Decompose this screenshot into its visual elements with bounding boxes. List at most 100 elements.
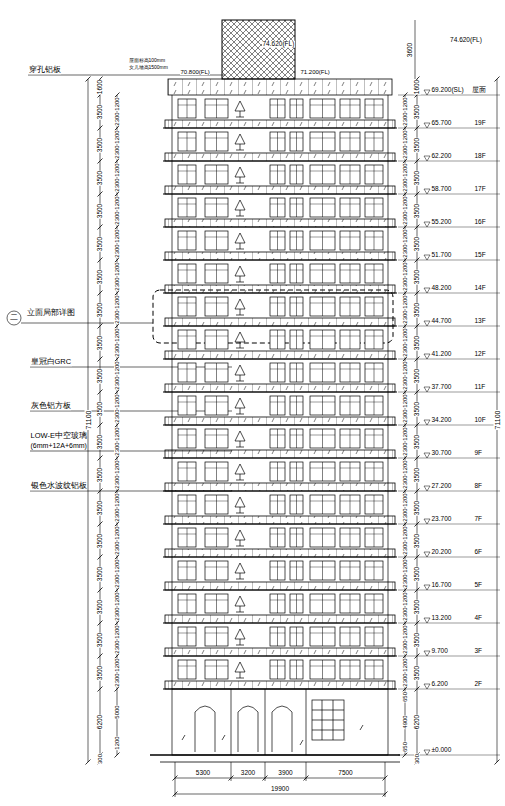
- floor-name: 5F: [474, 582, 483, 589]
- window-mullion: [277, 330, 278, 349]
- window-mullion: [216, 297, 217, 316]
- floor-slab: [163, 325, 397, 326]
- window-transom: [340, 204, 360, 205]
- level-mark: [424, 189, 430, 194]
- window: [270, 429, 285, 448]
- window-mullion: [277, 660, 278, 679]
- dimension-text: 2300: [114, 442, 120, 456]
- dimension-ticks: [86, 77, 501, 797]
- dimension-text: 1200: [114, 658, 120, 672]
- window-transom: [365, 567, 383, 568]
- material-callout: 银色水波纹铝板: [30, 482, 87, 490]
- window: [340, 495, 360, 514]
- window: [290, 297, 303, 316]
- window-mullion: [296, 231, 297, 250]
- window: [365, 429, 383, 448]
- window-mullion: [322, 132, 323, 151]
- window: [290, 462, 303, 481]
- dimension-tick: [415, 489, 420, 494]
- window-transom: [178, 567, 196, 568]
- window-mullion: [216, 264, 217, 283]
- window-transom: [178, 336, 196, 337]
- window-mullion: [187, 528, 188, 547]
- window: [205, 330, 228, 349]
- window-transom: [310, 534, 335, 535]
- dimension-tick: [415, 126, 420, 131]
- window-mullion: [322, 297, 323, 316]
- dimension-text: 1200: [114, 394, 120, 408]
- window-mullion: [277, 462, 278, 481]
- dimension-text: 5000: [114, 705, 120, 719]
- dimension-text: 1200: [114, 526, 120, 540]
- window-transom: [178, 468, 196, 469]
- dimension-text: 3500: [414, 137, 421, 152]
- material-callout: 穿孔铝板: [28, 66, 61, 74]
- window-mullion: [216, 429, 217, 448]
- window-mullion: [216, 132, 217, 151]
- window-transom: [365, 501, 383, 502]
- window-transom: [340, 468, 360, 469]
- window-transom: [310, 303, 335, 304]
- window-transom: [205, 633, 228, 634]
- dimension-text: 2300: [402, 244, 408, 258]
- dimension-tick: [98, 258, 103, 263]
- window-transom: [178, 633, 196, 634]
- window-mullion: [350, 198, 351, 217]
- window-mullion: [322, 627, 323, 646]
- window: [178, 594, 196, 613]
- window-mullion: [374, 429, 375, 448]
- window-mullion: [187, 264, 188, 283]
- window-mullion: [216, 561, 217, 580]
- dimension-text: 1200: [114, 130, 120, 144]
- dimension-tick: [415, 357, 420, 362]
- dimension-text: 2300: [114, 541, 120, 555]
- dimension-tick: [415, 192, 420, 197]
- aircon-symbol: [235, 662, 245, 678]
- floor-name: 14F: [474, 285, 486, 292]
- floor-slab: [163, 226, 397, 227]
- window: [178, 264, 196, 283]
- level-mark: [424, 684, 430, 689]
- dimension-tick: [415, 324, 420, 329]
- dimension-text: 3900: [278, 770, 293, 777]
- window-transom: [205, 501, 228, 502]
- window: [310, 165, 335, 184]
- window: [205, 660, 228, 679]
- total-dimension: 71100: [494, 410, 501, 430]
- window-mullion: [322, 495, 323, 514]
- window-transom: [340, 600, 360, 601]
- window-mullion: [350, 627, 351, 646]
- dimension-text: 3500: [414, 533, 421, 548]
- dimension-text: 3500: [97, 302, 104, 317]
- note-text: 女儿墙高1500mm: [128, 65, 168, 70]
- window-transom: [270, 270, 285, 271]
- window: [205, 231, 228, 250]
- window-transom: [340, 138, 360, 139]
- level-mark: [424, 486, 430, 491]
- level-mark: [424, 123, 430, 128]
- window-mullion: [350, 495, 351, 514]
- window-transom: [340, 567, 360, 568]
- window: [205, 495, 228, 514]
- window-mullion: [322, 561, 323, 580]
- window-transom: [290, 600, 303, 601]
- window-transom: [290, 237, 303, 238]
- dimension-text: 2300: [114, 343, 120, 357]
- window-mullion: [322, 660, 323, 679]
- window-mullion: [187, 297, 188, 316]
- dimension-text: 1200: [114, 163, 120, 177]
- window-transom: [270, 336, 285, 337]
- leader-lines: [7, 75, 232, 491]
- window-mullion: [187, 594, 188, 613]
- window-transom: [205, 303, 228, 304]
- window: [340, 561, 360, 580]
- window: [270, 627, 285, 646]
- window-transom: [205, 171, 228, 172]
- window: [178, 132, 196, 151]
- window-transom: [310, 402, 335, 403]
- dimension-text: 2300: [402, 343, 408, 357]
- dimension-text: 1200: [114, 97, 120, 111]
- window-mullion: [374, 462, 375, 481]
- window-transom: [178, 237, 196, 238]
- level-line: [398, 557, 500, 558]
